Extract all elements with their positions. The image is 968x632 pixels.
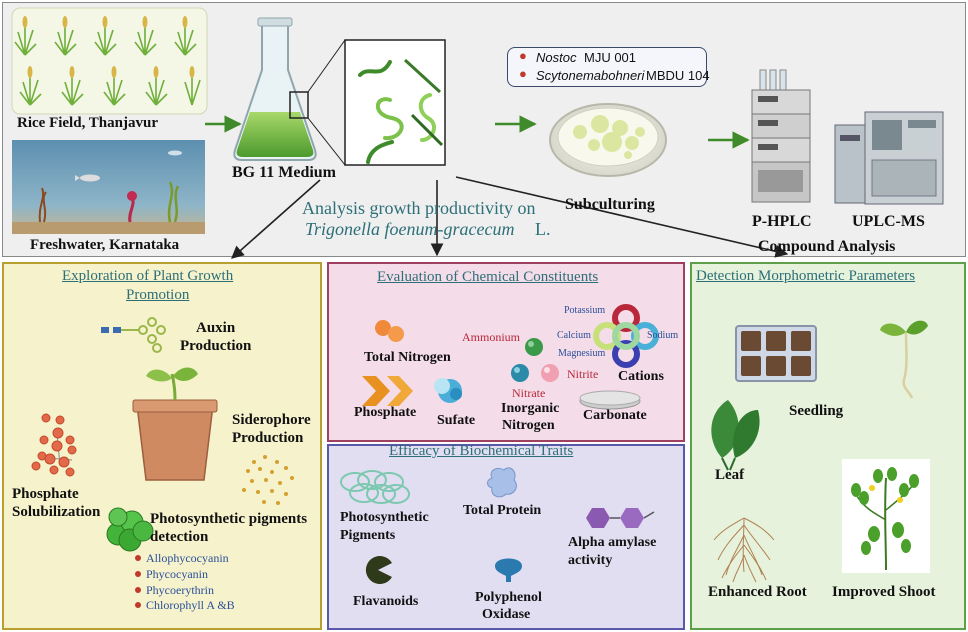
phosphate-label: Phosphate [354, 405, 417, 420]
erlenmeyer-flask-icon [233, 17, 346, 166]
seedling-tray-icon [735, 325, 817, 382]
siderophore-label-line1: Siderophore [232, 412, 311, 428]
amylase-label-line2: activity [568, 553, 613, 568]
auxin-label-line2: Production [180, 338, 252, 354]
uplc-ms-instrument-icon [834, 111, 944, 205]
amylase-hexagons-icon [586, 508, 655, 528]
cations-label: Cations [618, 369, 664, 384]
root-label: Enhanced Root [708, 584, 807, 600]
flavanoid-pacman-icon [365, 556, 392, 584]
siderophore-label-line2: Production [232, 430, 304, 446]
compound-analysis-label: Compound Analysis [758, 238, 896, 255]
pigment-list-item: Phycoerythrin [146, 583, 214, 597]
strain1-code: MJU 001 [584, 50, 637, 65]
sulfate-label: Sufate [437, 413, 476, 428]
total-protein-label: Total Protein [463, 503, 542, 518]
petri-dish-icon [549, 103, 667, 177]
polyphenol-line2: Oxidase [482, 607, 531, 622]
phosphate-molecule-icon [31, 413, 77, 477]
rice-plant-icon [11, 7, 208, 115]
pigment-list-item: Allophycocyanin [146, 551, 229, 565]
magnesium-label: Magnesium [558, 348, 606, 359]
carbonate-disc-icon [579, 390, 641, 410]
plant-growth-title-line1: Exploration of Plant Growth [62, 268, 234, 284]
polyphenol-line1: Polyphenol [475, 590, 542, 605]
nitrate-sphere-icon [511, 364, 529, 382]
amylase-label-line1: Alpha amylase [568, 535, 657, 550]
ammonium-label: Ammonium [462, 330, 521, 344]
subculturing-label: Subculturing [565, 196, 655, 213]
strain-bullet-icon: ● [519, 66, 527, 81]
seedling-icon [880, 320, 928, 399]
freshwater-label: Freshwater, Karnataka [30, 237, 180, 253]
calcium-label: Calcium [557, 330, 591, 341]
growth-analysis-suffix: L. [535, 219, 551, 239]
carbonate-label: Carbonate [583, 408, 647, 423]
potassium-label: Potassium [564, 305, 606, 316]
root-icon [713, 517, 775, 583]
pigment-detection-line2: detection [150, 529, 209, 545]
phosphate-chevrons-icon [362, 376, 413, 406]
pigment-rings-icon [340, 470, 410, 504]
inorganic-nitrogen-line2: Nitrogen [502, 418, 555, 433]
nitrite-sphere-icon [541, 364, 559, 382]
shoot-label: Improved Shoot [832, 584, 936, 600]
seedling-label: Seedling [789, 403, 844, 419]
pigment-list-item: Chlorophyll A &B [146, 598, 235, 612]
growth-analysis-line1: Analysis growth productivity on [302, 198, 536, 218]
filament-icon [344, 39, 446, 166]
bio-pigments-line2: Pigments [340, 528, 396, 543]
biochemical-title: Efficacy of Biochemical Traits [389, 443, 574, 459]
hplc-label: P-HPLC [752, 213, 812, 230]
auxin-molecule-icon [101, 317, 166, 353]
pigment-bullet-icon [135, 555, 141, 608]
protein-icon [487, 467, 517, 498]
chemical-panel [327, 262, 685, 442]
morphometric-title: Detection Morphometric Parameters [696, 268, 916, 284]
leaf-icon [711, 400, 760, 471]
sodium-label: Sodium [647, 330, 679, 341]
bio-pigments-line1: Photosynthetic [340, 510, 429, 525]
strain2-code: MBDU 104 [646, 68, 710, 83]
phosphate-sol-label-line2: Solubilization [12, 504, 101, 520]
cation-rings-icon [593, 304, 659, 368]
polyphenol-oxidase-icon [495, 558, 522, 582]
potted-seedling-icon [132, 367, 218, 481]
nitrite-label: Nitrite [567, 367, 599, 381]
underwater-scene-icon [12, 140, 205, 234]
auxin-label-line1: Auxin [196, 320, 236, 336]
total-nitrogen-label: Total Nitrogen [364, 350, 451, 365]
strain1-genus: Nostoc [536, 50, 577, 65]
strain-bullet-icon: ● [519, 48, 527, 63]
ammonium-sphere-icon [525, 338, 543, 356]
sulfate-spheres-icon [434, 378, 462, 403]
nitrate-label: Nitrate [512, 386, 546, 400]
pigment-detection-line1: Photosynthetic pigments [150, 511, 308, 527]
hplc-instrument-icon [751, 69, 811, 203]
plant-growth-title-line2: Promotion [126, 287, 190, 303]
flavanoids-label: Flavanoids [353, 594, 419, 609]
inorganic-nitrogen-line1: Inorganic [501, 401, 560, 416]
pigment-list-item: Phycocyanin [146, 567, 208, 581]
rice-field-label: Rice Field, Thanjavur [17, 115, 158, 131]
siderophore-dots-icon [242, 455, 294, 505]
leaf-label: Leaf [715, 467, 745, 483]
growth-analysis-species: Trigonella foenum-gracecum [305, 219, 515, 239]
chemical-title: Evaluation of Chemical Constituents [377, 269, 599, 285]
phosphate-sol-label-line1: Phosphate [12, 486, 79, 502]
strain2-genus: Scytonemabohneri [536, 68, 645, 83]
medium-label: BG 11 Medium [232, 164, 337, 181]
shoot-icon [842, 459, 930, 573]
orange-spheres-icon [375, 320, 404, 342]
uplc-label: UPLC-MS [852, 213, 925, 230]
strain-legend [507, 47, 707, 87]
chloroplast-cells-icon [106, 507, 154, 552]
